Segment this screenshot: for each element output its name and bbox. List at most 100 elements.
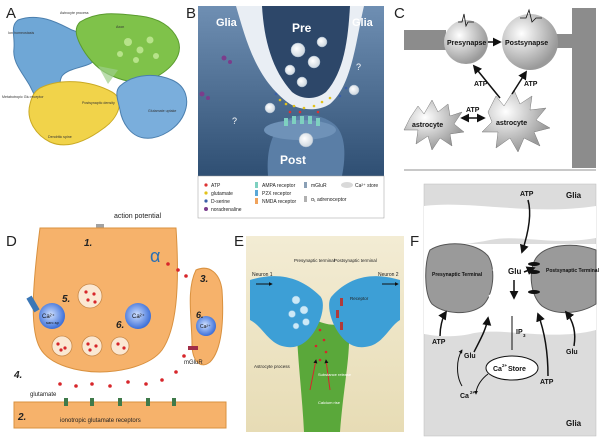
astrocyte-label-e: Astrocyte process: [254, 364, 291, 369]
atp-top-label: ATP: [520, 191, 534, 198]
astrocyte-right-shape: [481, 89, 551, 153]
spike-trace-post: [520, 8, 542, 23]
legend-item: Ca²⁺ store: [355, 183, 378, 189]
receptors: [284, 116, 320, 126]
legend-item: D-serine: [211, 199, 230, 205]
vesicle-d: [81, 335, 103, 357]
panel-a-label: Postsynaptic density: [82, 101, 115, 105]
postsynaptic-label-f: Postsynaptic Terminal: [546, 268, 600, 274]
axon-green-shape: [75, 13, 180, 83]
vesicle-dots-f: [488, 264, 504, 298]
ca-sarc-label: Ca²⁺: [42, 313, 55, 320]
glia-left-label: Glia: [216, 17, 238, 29]
vesicle-e: [291, 295, 301, 305]
panel-c: C Presynapse Postsynapse astrocyte astro…: [394, 5, 596, 171]
vesicle: [264, 102, 276, 114]
legend-castore-swatch: [341, 182, 353, 188]
receptors-label: ionotropic glutamate receptors: [60, 418, 141, 424]
legend-ampa-swatch: [255, 182, 258, 188]
noradrenaline-molecules: [199, 55, 232, 100]
legend-item: mGluR: [311, 183, 327, 189]
membrane-receptor-left: [26, 295, 40, 313]
panel-a-label: Astrocyte process: [60, 11, 89, 15]
ca-store-sup: 2+: [502, 363, 508, 368]
vesicle: [298, 132, 314, 148]
neuron2-label: Neuron 2: [378, 272, 399, 278]
label-1: 1.: [84, 238, 92, 249]
legend-mglur-swatch: [304, 182, 307, 188]
legend-item: noradrenaline: [211, 207, 242, 213]
vesicle-e: [302, 318, 310, 326]
legend-item: P2X receptor: [262, 191, 292, 197]
label-6b: 6.: [196, 310, 204, 320]
atp-label: ATP: [466, 107, 480, 114]
legend-box: [197, 175, 385, 219]
label-5: 5.: [62, 294, 70, 305]
ca-sup-f: 2+: [470, 390, 476, 395]
transmitter-dots: [274, 86, 348, 114]
ionotropic-receptors: [64, 398, 176, 406]
glu-arrow-right: [523, 266, 536, 275]
vesicle-e: [288, 310, 296, 318]
legend-item: α₁ adrenoceptor: [311, 197, 347, 203]
glu-left-arrow: [473, 316, 492, 353]
postsynaptic-dendrite: [572, 8, 596, 168]
postsynapse-sphere: [502, 14, 558, 70]
receptor-e: [336, 298, 343, 330]
ca-store-label: Ca: [493, 366, 502, 373]
calcium-label-e: Calcium rise: [318, 400, 341, 405]
legend-dserine-swatch: [204, 199, 208, 203]
legend-p2x-swatch: [255, 190, 258, 196]
legend-alpha-swatch: [304, 196, 307, 202]
atp-label: ATP: [524, 81, 538, 88]
vesicle-e: [292, 322, 300, 330]
glutamate-label: glutamate: [30, 392, 57, 398]
astrocyte-label: astrocyte: [496, 120, 527, 127]
presynapse-sphere: [444, 20, 488, 64]
extracellular-top: [424, 204, 596, 246]
presynaptic-terminal-f: [425, 243, 494, 313]
axon-vesicle: [136, 46, 144, 54]
presynapse-label: Presynapse: [447, 40, 486, 47]
panel-c-letter: C: [394, 5, 405, 22]
mglur-label: mGluR: [184, 360, 203, 366]
action-potential-label: action potential: [114, 213, 162, 220]
vesicle: [316, 36, 328, 48]
presynaptic-terminal-d: [32, 227, 178, 373]
postsynapse-label: Postsynapse: [505, 40, 548, 47]
glu-label-left: Glu: [464, 353, 476, 360]
vesicle-d: [77, 283, 103, 309]
presynaptic-terminal-e: [250, 276, 323, 348]
receptor-label-e: Receptor: [350, 296, 369, 301]
glia-bottom-label: Glia: [566, 419, 582, 428]
glutamate-dots-in-vesicles: [56, 290, 126, 352]
ip3-label: IP: [516, 329, 523, 336]
spike-trace-pre: [458, 13, 474, 28]
axon-vesicle: [133, 57, 139, 63]
legend-nmda-swatch: [255, 198, 258, 204]
atp-to-pre-arrow: [472, 64, 501, 99]
astrocyte-left-shape: [403, 99, 465, 151]
panel-b-letter: B: [186, 5, 196, 22]
glu-label-center: Glu: [508, 267, 521, 276]
presynaptic-axon: [404, 30, 446, 50]
legend-item: NMDA receptor: [262, 199, 297, 205]
presynaptic-terminal-shape: [262, 6, 350, 98]
atp-bottom-arrow: [536, 312, 549, 377]
legend-item: ATP: [211, 183, 221, 189]
label-6: 6.: [116, 320, 124, 331]
astrocyte-label: astrocyte: [412, 122, 443, 129]
panel-d: D action potential 1. 3. Ca²⁺ sarc.sp Ca: [6, 213, 227, 429]
label-4: 4.: [13, 370, 22, 381]
calcium-arrow: [309, 359, 318, 391]
vesicle-d: [51, 335, 73, 357]
glia-top-label: Glia: [566, 191, 582, 200]
panel-a-label: Ion homeostasis: [8, 31, 34, 35]
mglur-receptor: [188, 346, 198, 350]
panel-e: E Presynaptic terminal Postsynaptic term…: [234, 233, 404, 432]
panel-e-letter: E: [234, 233, 244, 250]
calcium-arrow: [324, 359, 331, 391]
ca-store-pre: [125, 303, 151, 329]
label-3: 3.: [200, 274, 208, 285]
ca-store-sarc: [39, 303, 65, 329]
